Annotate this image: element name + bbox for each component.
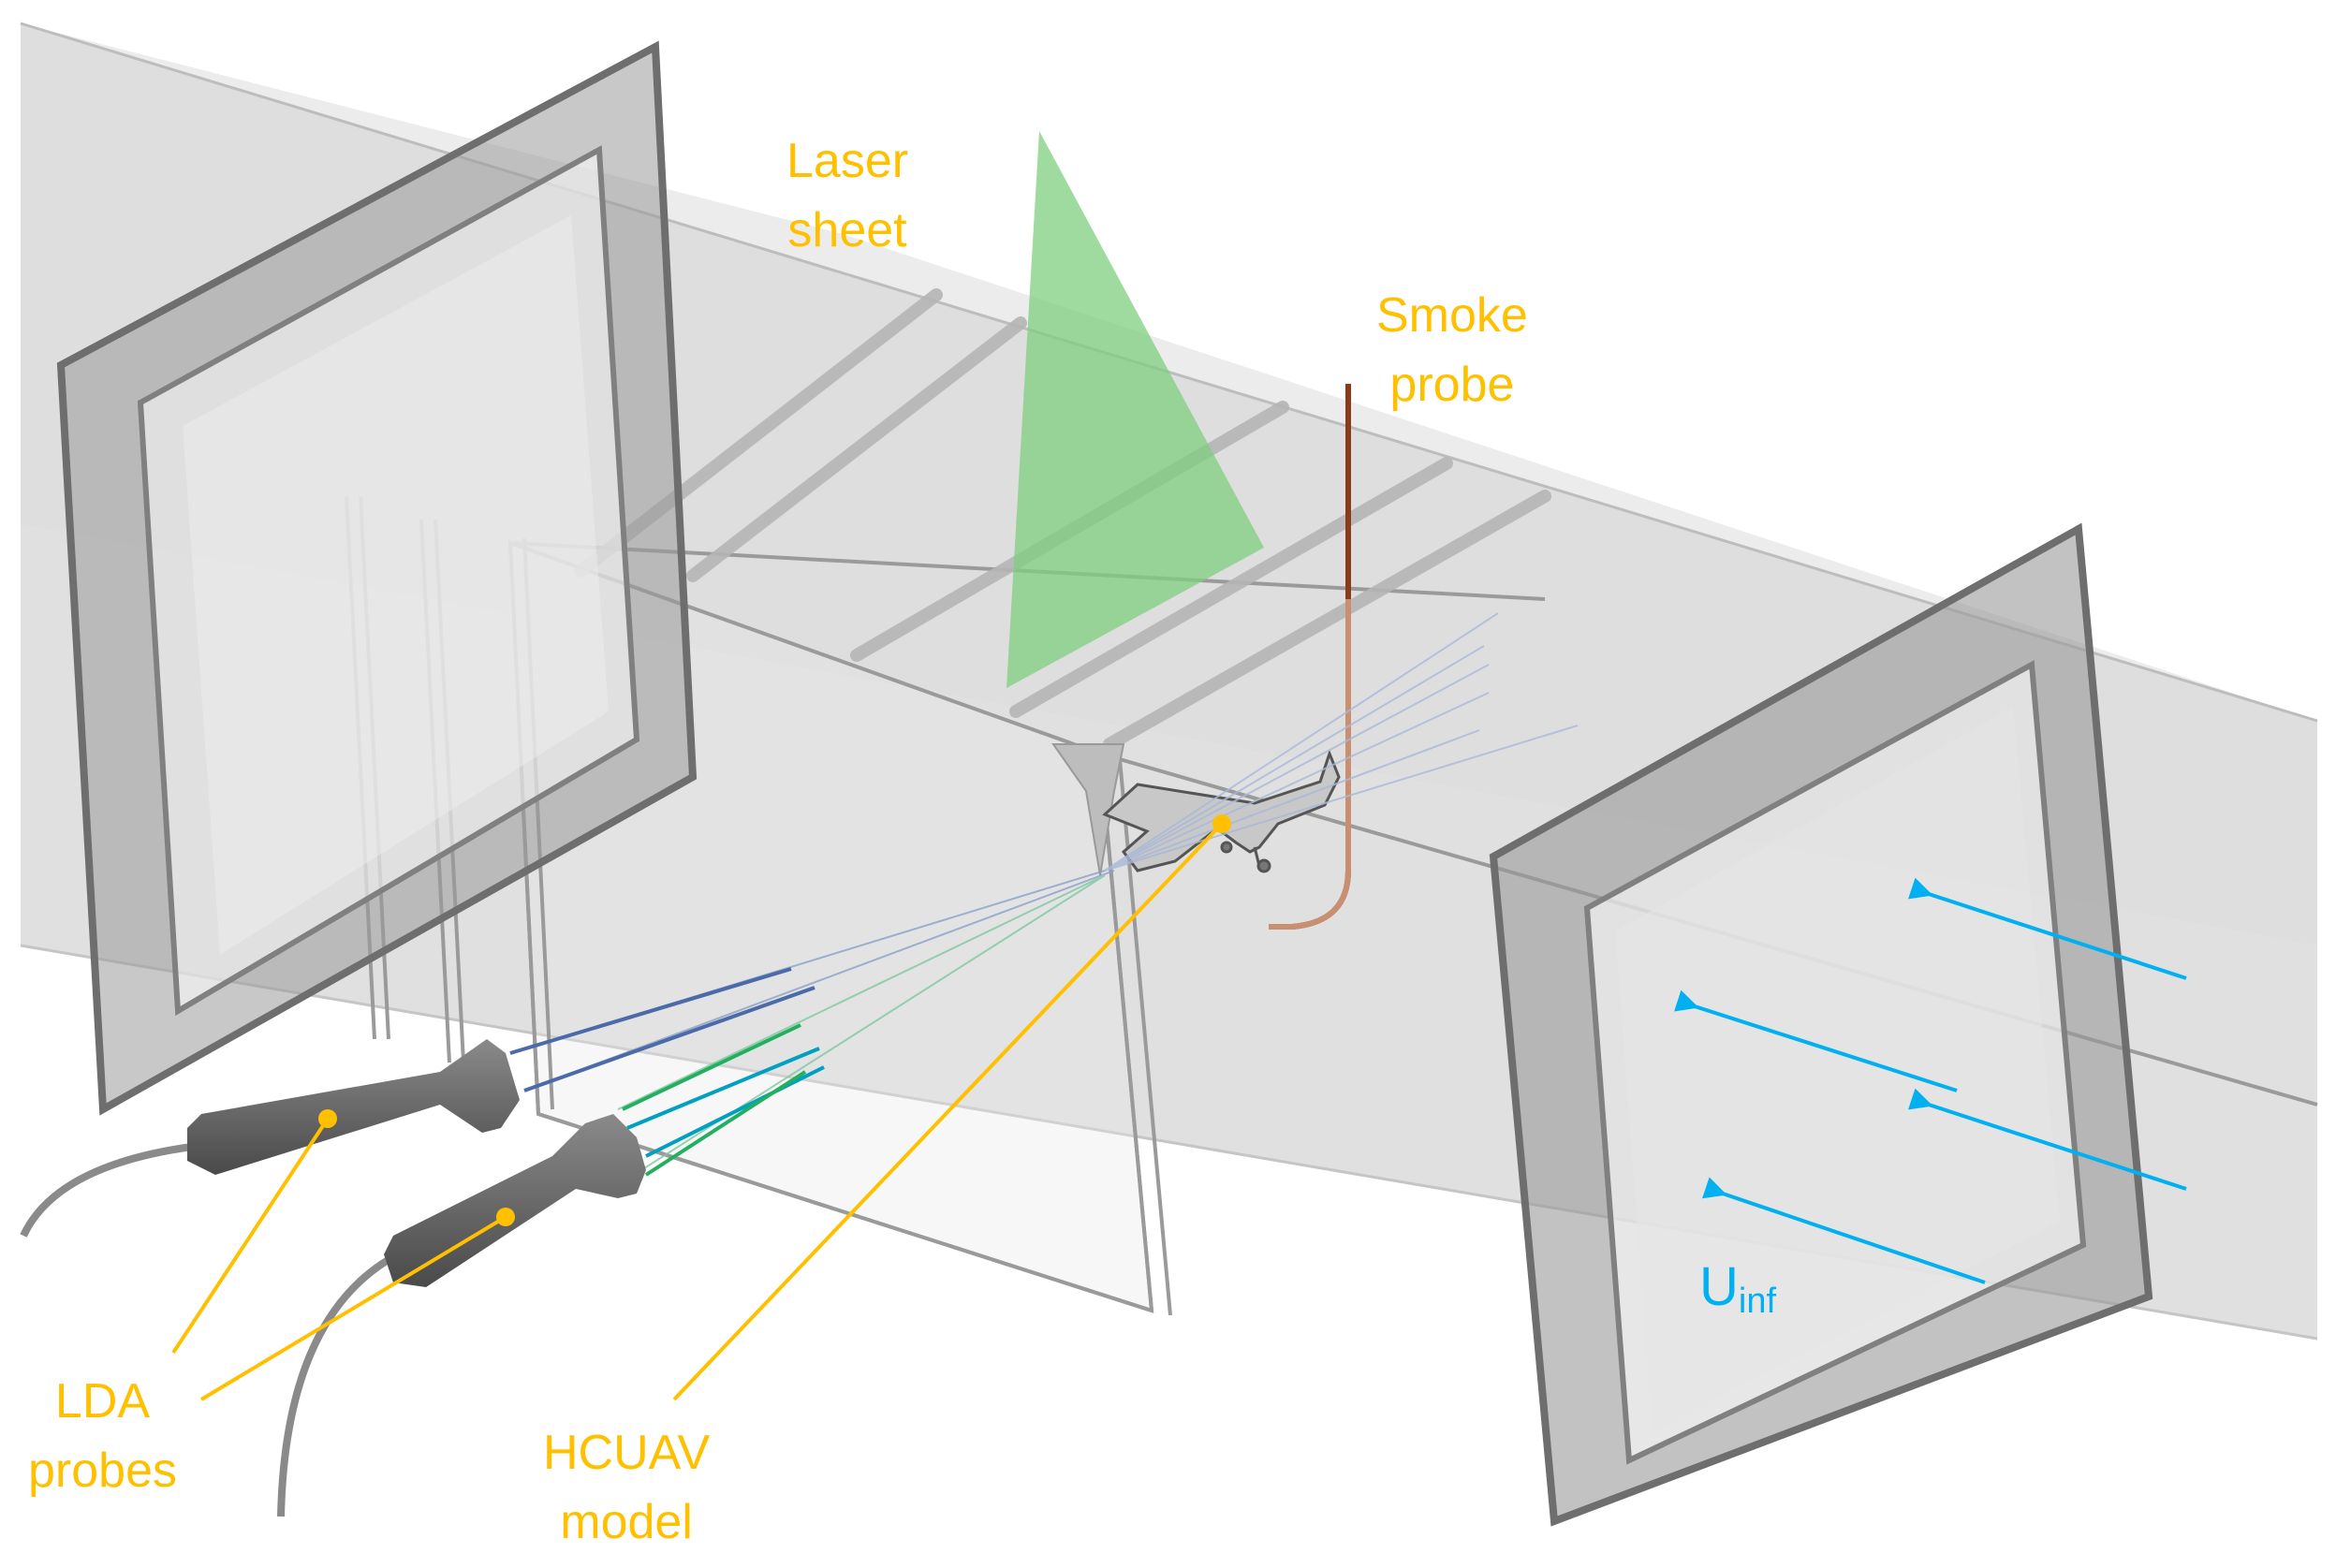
lda-beam-emitters (509, 967, 825, 1177)
smoke-probe-lower (1269, 599, 1351, 930)
leader-lines (171, 822, 1224, 1401)
hcuav-model-label-line-1: HCUAV (543, 1426, 711, 1480)
lda-probes-label-line-1: LDA (54, 1374, 151, 1429)
freestream-velocity-label: Uinf (1699, 1254, 1776, 1334)
smoke-probe-label-line-2: probe (1389, 358, 1515, 412)
aircraft-icon (1102, 749, 1341, 873)
arrow-left-icon (1908, 877, 2187, 980)
leader-dot-probe-1 (318, 1109, 337, 1128)
laser-sheet-label-line-2: sheet (787, 203, 907, 257)
smoke-probe-label: Smoke probe (1376, 281, 1528, 419)
arrow-left-icon (1674, 989, 1958, 1092)
flow-arrows (1674, 877, 2187, 1284)
leader-dot-probe-2 (496, 1208, 515, 1226)
arrow-left-icon (1701, 1177, 1986, 1284)
lda-probe-icon (20, 1039, 520, 1238)
leader-dot-model (1212, 814, 1231, 833)
arrow-left-icon (1908, 1088, 2187, 1191)
right-window-frame (1489, 522, 2153, 1527)
lda-beams (509, 612, 1579, 1171)
laser-sheet (1006, 131, 1264, 688)
smoke-probe-label-line-1: Smoke (1376, 288, 1528, 343)
left-window-frame (56, 40, 698, 1116)
lda-probes-label: LDA probes (28, 1367, 177, 1505)
uinf-subscript: inf (1738, 1282, 1777, 1321)
hcuav-model-label-line-2: model (560, 1495, 693, 1549)
laser-sheet-label-line-1: Laser (786, 134, 909, 188)
lda-probe-icon-2 (277, 1114, 646, 1517)
hcuav-model-label: HCUAV model (543, 1418, 710, 1557)
model-support (1051, 743, 1125, 876)
lda-probes-label-line-2: probes (28, 1443, 177, 1498)
uinf-symbol: U (1699, 1256, 1739, 1317)
laser-sheet-label: Laser sheet (786, 126, 908, 265)
